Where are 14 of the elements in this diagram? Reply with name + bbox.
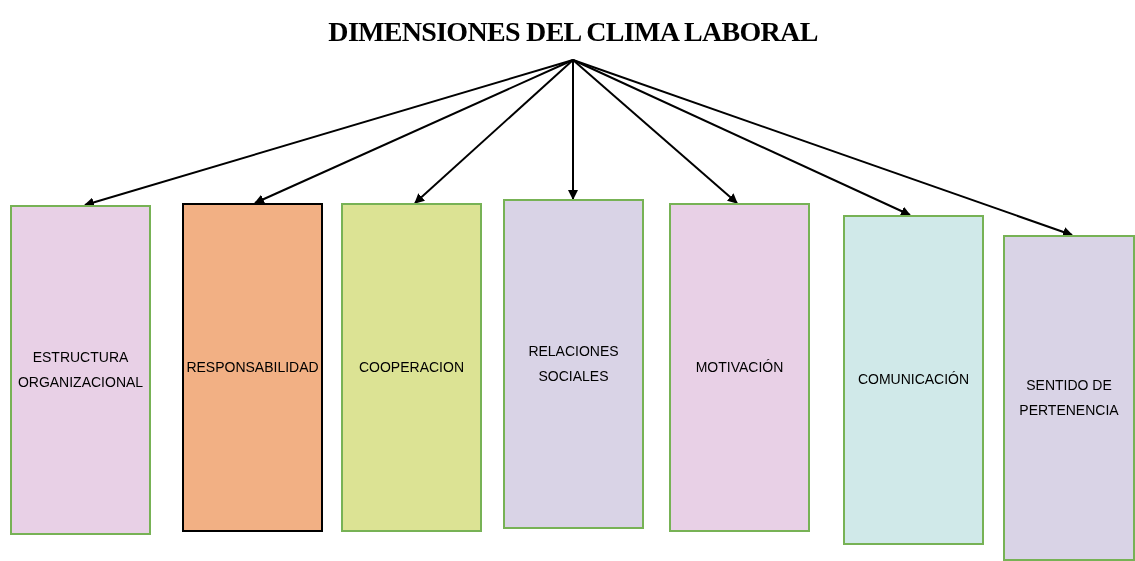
dimension-box: RESPONSABILIDAD [182, 203, 323, 532]
dimension-box: MOTIVACIÓN [669, 203, 810, 532]
arrow [568, 59, 578, 200]
arrow [572, 59, 738, 204]
dimension-box: COOPERACION [341, 203, 482, 532]
arrow [414, 59, 574, 204]
dimension-box: SENTIDO DE PERTENENCIA [1003, 235, 1135, 561]
arrow [254, 59, 574, 204]
dimension-box: ESTRUCTURA ORGANIZACIONAL [10, 205, 151, 535]
diagram-title: DIMENSIONES DEL CLIMA LABORAL [273, 8, 873, 56]
arrow [572, 59, 1073, 237]
dimension-box: RELACIONES SOCIALES [503, 199, 644, 529]
dimension-box: COMUNICACIÓN [843, 215, 984, 545]
arrow [84, 59, 574, 208]
